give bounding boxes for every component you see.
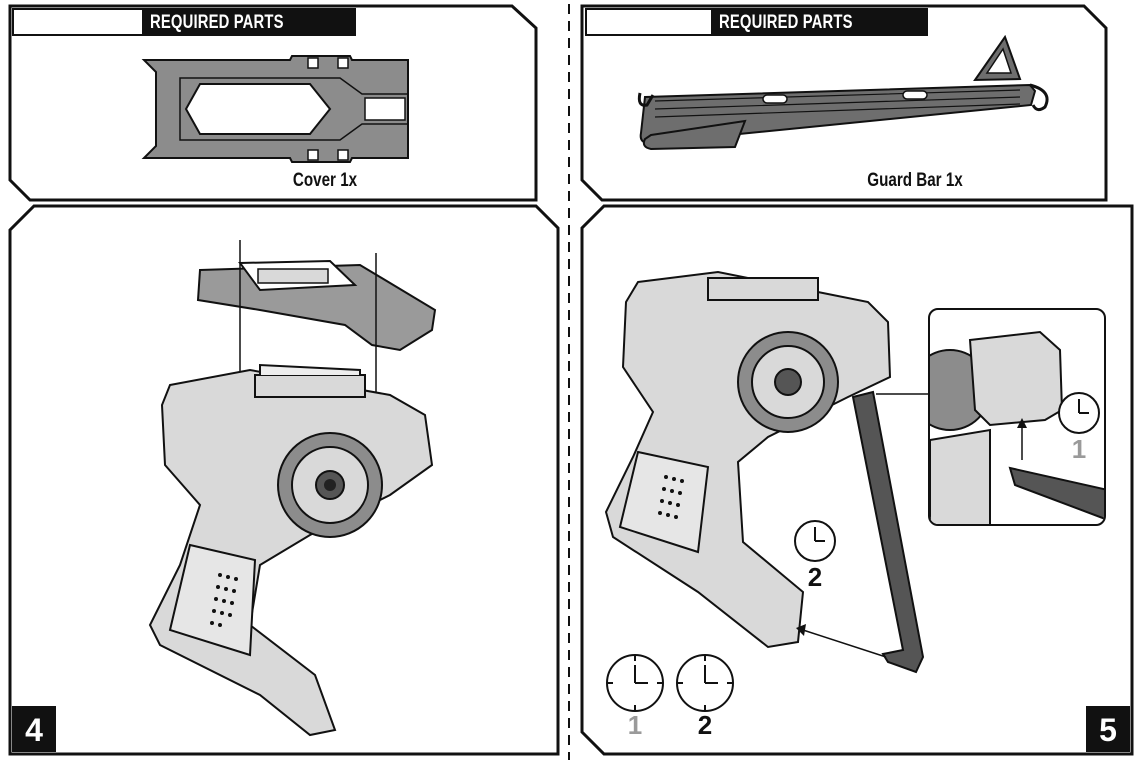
step5-assembly-image (604, 270, 928, 674)
required-parts-header-left: REQUIRED PARTS (12, 8, 356, 36)
clock-icon (794, 520, 836, 562)
header-label: REQUIRED PARTS (719, 12, 853, 33)
header-label: REQUIRED PARTS (150, 12, 284, 33)
clock-icon (606, 654, 664, 712)
cover-part-image (141, 55, 409, 163)
step4-assembly-image (148, 240, 437, 737)
step-box-left (8, 204, 560, 756)
parts-box-right (580, 4, 1108, 202)
step-number-5: 5 (1086, 706, 1130, 752)
bottom-clock-number-1: 1 (627, 710, 643, 740)
guard-bar-part-image (637, 35, 1049, 151)
clock-icon (1058, 392, 1100, 434)
required-parts-header-right: REQUIRED PARTS (585, 8, 928, 36)
mid-clock-number: 2 (807, 562, 823, 592)
step-box-right (580, 204, 1134, 756)
parts-box-left (8, 4, 538, 202)
bottom-clock-number-2: 2 (697, 710, 713, 740)
clock-icon (676, 654, 734, 712)
step-number-4: 4 (12, 706, 56, 752)
inset-clock-number: 1 (1071, 434, 1087, 464)
guard-bar-caption: Guard Bar 1x (867, 170, 963, 191)
detail-inset-image (930, 330, 1104, 524)
cover-caption: Cover 1x (292, 170, 358, 191)
